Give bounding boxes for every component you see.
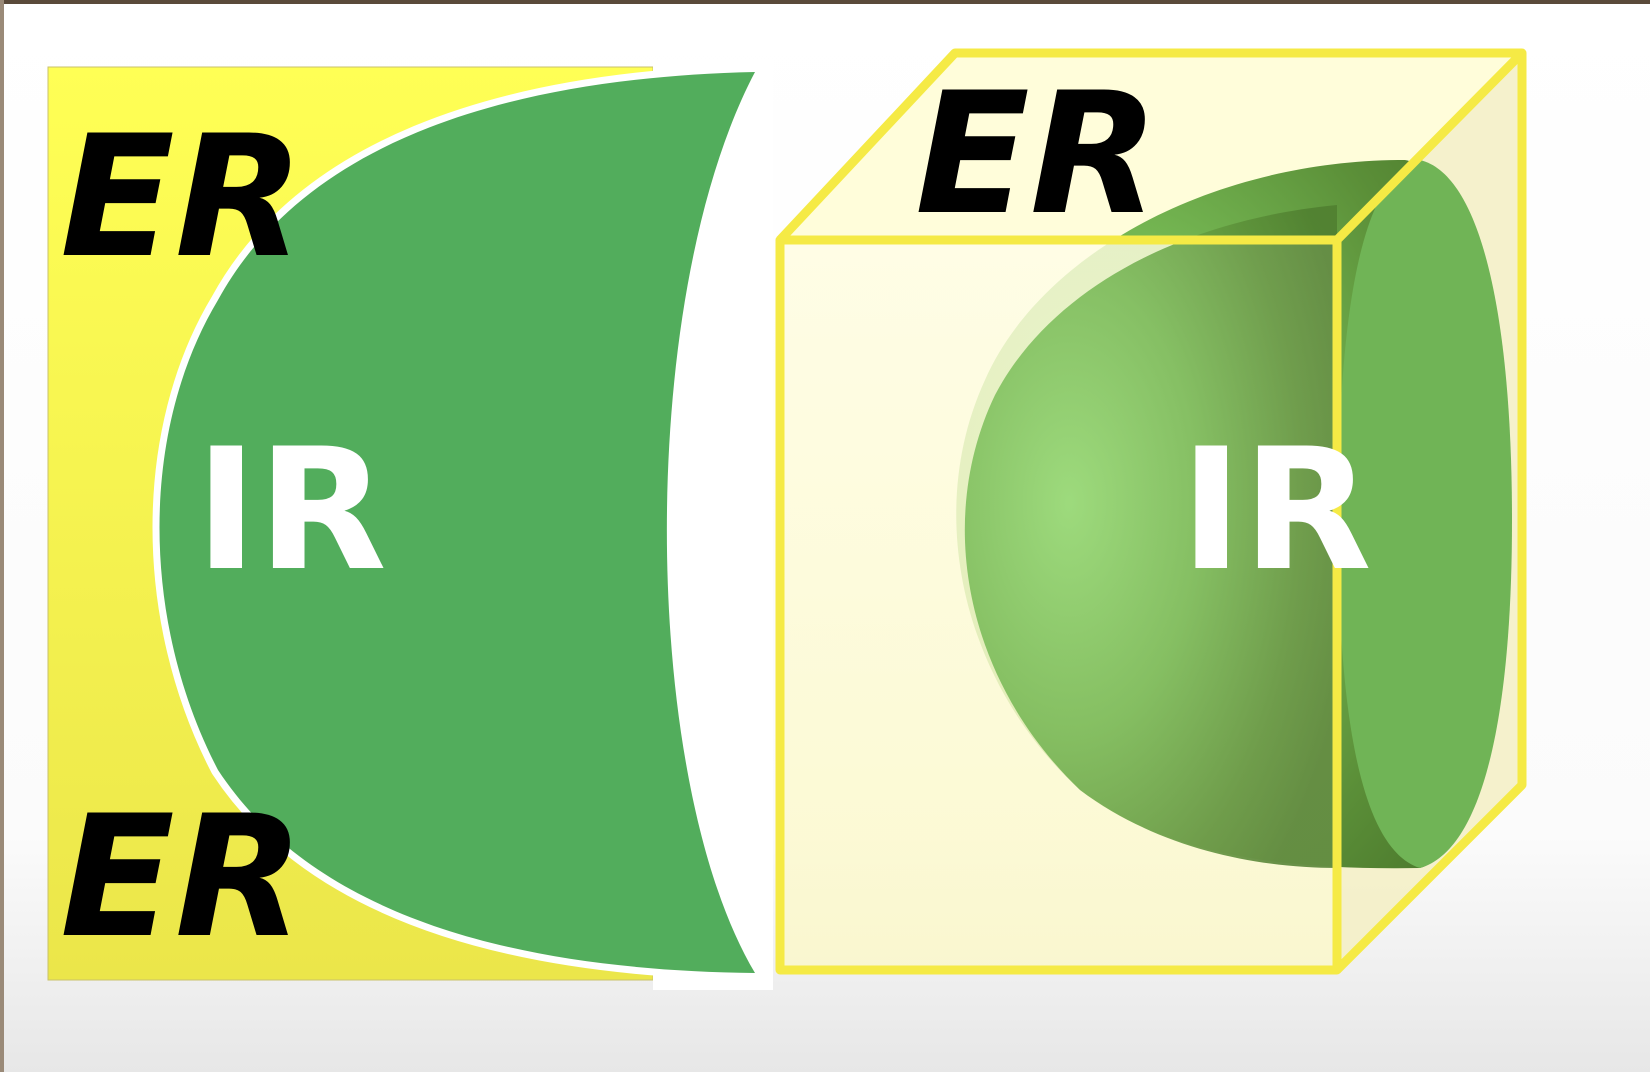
ir-dome-through-glass xyxy=(964,205,1337,868)
ir-region xyxy=(159,72,755,973)
box-outline xyxy=(775,48,1527,975)
er-label-top-left: ER xyxy=(60,99,304,295)
ir-cut-face xyxy=(1338,160,1512,868)
left-edge xyxy=(0,0,4,1072)
er-label-bottom-left: ER xyxy=(60,779,304,975)
er-label-right: ER xyxy=(915,56,1159,252)
top-edge xyxy=(0,0,1650,4)
ir-label-right: IR xyxy=(1180,412,1372,608)
ir-label-left: IR xyxy=(195,412,387,608)
right-panel xyxy=(775,48,1527,975)
left-panel xyxy=(47,60,773,990)
